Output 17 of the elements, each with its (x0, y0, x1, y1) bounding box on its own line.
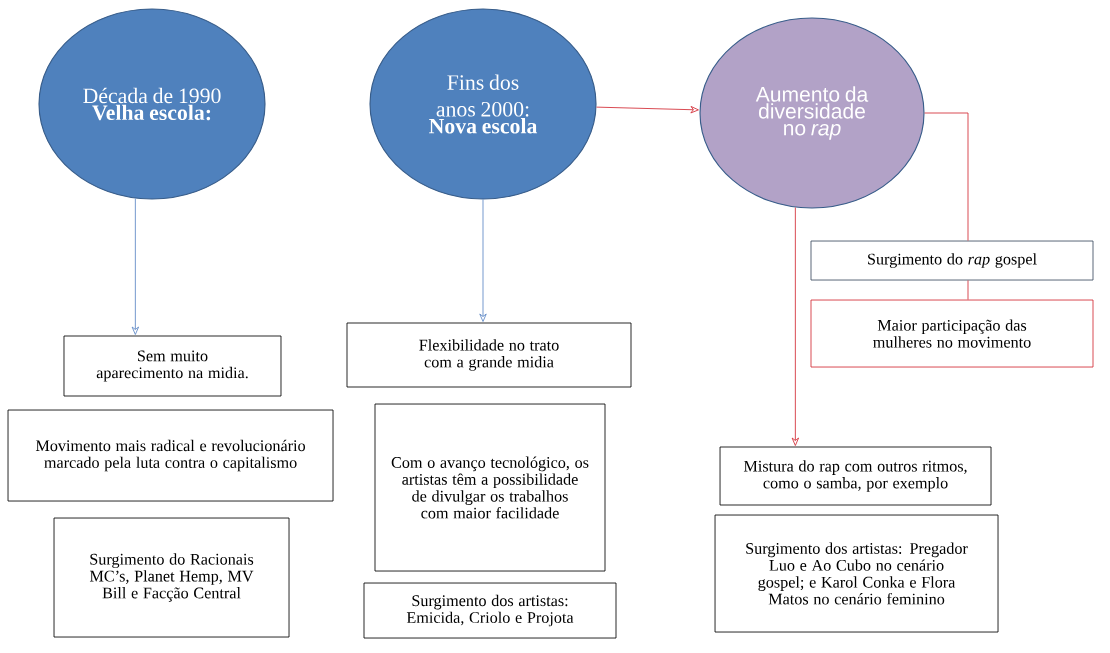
text-box: Mistura do rap com outros ritmos, como o samba, por exemplo (719, 446, 992, 506)
text-box: Com o avanço tecnológico, os artistas têm a possibilidade de divulgar os trabalhos com maior facilidade (374, 403, 606, 572)
text-box: Surgimento dos artistas: Emicida, Criolo e Projota (363, 582, 617, 639)
connector-arrow (791, 207, 799, 446)
text-box: Maior participação das mulheres no movimento (810, 299, 1094, 368)
text-box: Surgimento do Racionais MC’s, Planet Hemp, MV Bill e Facção Central (53, 517, 290, 638)
text-box: Surgimento do rap gospel (810, 240, 1094, 281)
connector-arrow (479, 199, 487, 322)
circle-node: Fins dos anos 2000: Nova escola (369, 8, 597, 200)
text-box: Movimento mais radical e revolucionário marcado pela luta contra o capitalismo (7, 409, 334, 502)
text-box: Flexibilidade no trato com a grande midia (346, 322, 632, 388)
text-box: Sem muito aparecimento na midia. (63, 335, 282, 397)
connector-arrow (131, 198, 139, 335)
text-box: Surgimento dos artistas: Pregador Luo e Ao Cubo no cenário gospel; e Karol Conka e Flora Matos no cenário feminino (714, 514, 999, 633)
connector-arrow (596, 106, 699, 114)
circle-node: Aumento da diversidade no rap (699, 17, 925, 209)
circle-node: Década de 1990 Velha escola: (38, 8, 266, 200)
